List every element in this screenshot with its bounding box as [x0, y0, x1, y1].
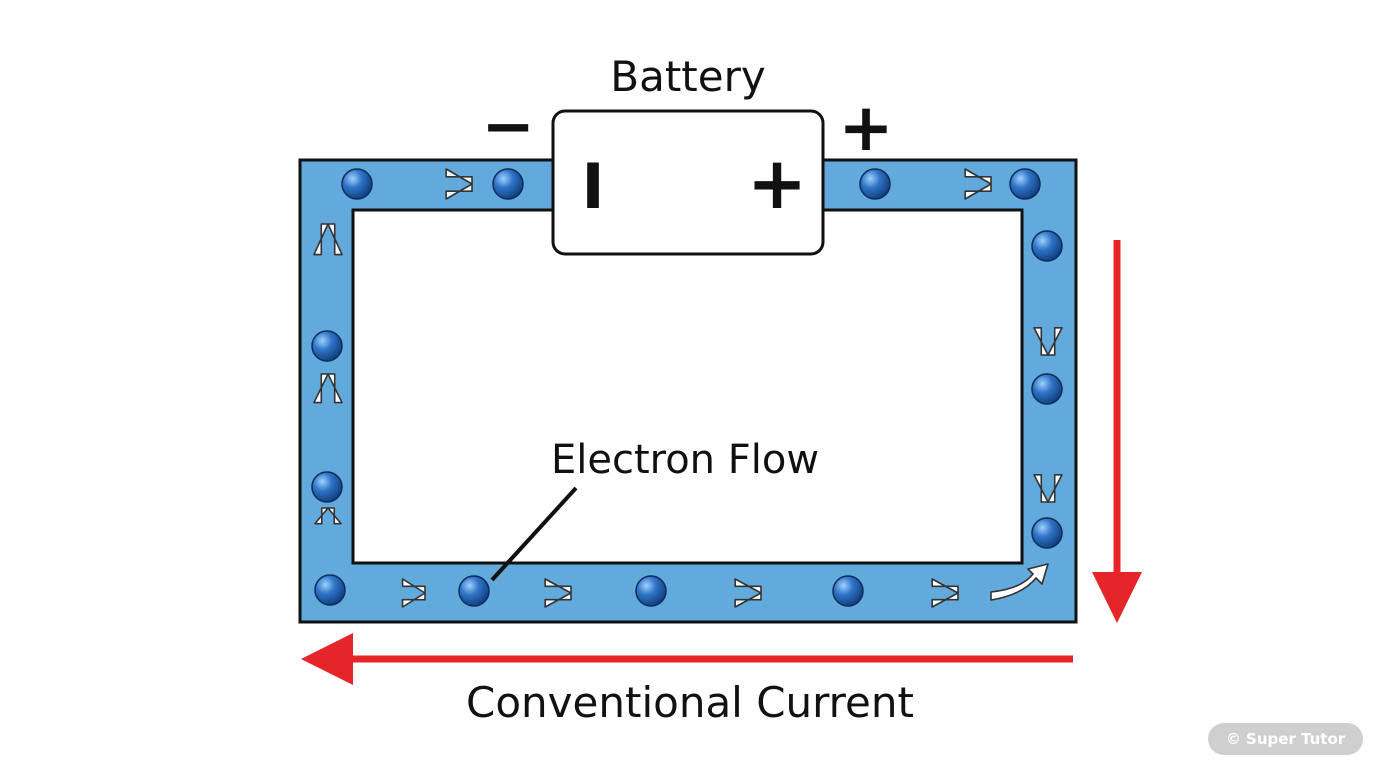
- flow-arrow-icon: [990, 563, 1049, 601]
- current-arrow-icon: [1092, 572, 1142, 623]
- electron-flow-label: Electron Flow: [551, 437, 819, 483]
- electron-icon: [1031, 230, 1063, 262]
- battery-title: Battery: [610, 52, 765, 101]
- electron-icon: [458, 575, 490, 607]
- electron-icon: [492, 168, 524, 200]
- electron-icon: [311, 471, 343, 503]
- flow-arrow-icon: [964, 168, 992, 200]
- electron-icon: [314, 574, 346, 606]
- flow-arrow-icon: [313, 373, 343, 404]
- electron-icon: [1031, 373, 1063, 405]
- watermark: © Super Tutor: [1208, 723, 1363, 755]
- current-arrow-icon: [301, 633, 353, 685]
- battery-inner-positive: +: [747, 141, 807, 225]
- flow-arrow-icon: [734, 578, 762, 608]
- electron-icon: [832, 575, 864, 607]
- electron-icon: [1031, 517, 1063, 549]
- flow-arrow-icon: [401, 578, 426, 608]
- flow-arrow-icon: [445, 168, 473, 200]
- flow-arrow-icon: [544, 578, 572, 608]
- conventional-current-label: Conventional Current: [466, 678, 914, 727]
- flow-arrow-icon: [314, 507, 342, 525]
- battery-inner-negative: I: [581, 150, 604, 223]
- flow-arrows: [313, 168, 1063, 608]
- electrons: [311, 168, 1063, 607]
- battery-body: [551, 109, 825, 256]
- electron-icon: [1009, 168, 1041, 200]
- positive-terminal-sign: +: [838, 89, 893, 166]
- electron-icon: [341, 168, 373, 200]
- flow-arrow-icon: [1033, 327, 1063, 356]
- electron-icon: [859, 168, 891, 200]
- electron-icon: [311, 330, 343, 362]
- flow-arrow-icon: [931, 578, 959, 608]
- flow-arrow-icon: [313, 223, 343, 256]
- negative-terminal-sign: −: [481, 90, 535, 164]
- electron-flow-pointer: [490, 486, 578, 582]
- electron-icon: [635, 575, 667, 607]
- flow-arrow-icon: [1033, 474, 1063, 503]
